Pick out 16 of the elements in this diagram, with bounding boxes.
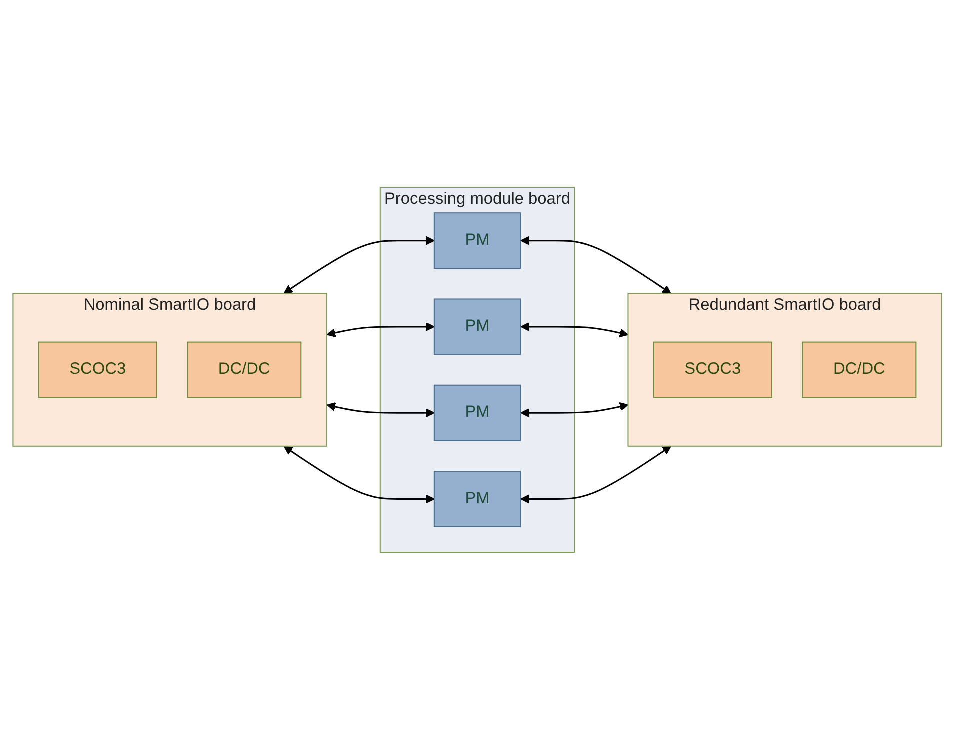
arrow	[284, 236, 435, 294]
arrow	[326, 322, 435, 338]
arrow	[520, 446, 672, 504]
node-box: SCOC3	[653, 342, 772, 398]
node-box: DC/DC	[187, 342, 302, 398]
node-box: PM	[434, 212, 522, 269]
node-box: PM	[434, 471, 522, 528]
arrow	[284, 446, 435, 504]
arrow	[520, 236, 672, 294]
arrow	[520, 402, 629, 418]
arrow	[326, 402, 435, 418]
node-box: DC/DC	[802, 342, 917, 398]
node-box: PM	[434, 384, 522, 442]
node-box: PM	[434, 298, 522, 356]
arrow	[520, 322, 629, 338]
node-box: SCOC3	[38, 342, 158, 398]
